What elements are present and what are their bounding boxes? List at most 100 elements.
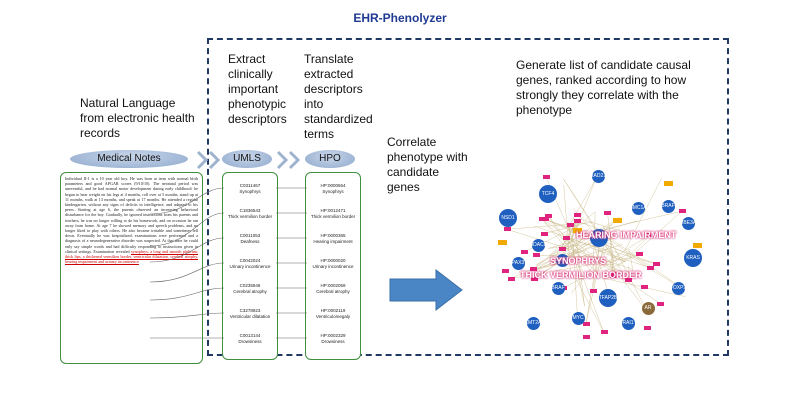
chevron-right-icon xyxy=(196,150,221,170)
phenotype-term-node xyxy=(678,209,686,214)
gene-node: HDAC8 xyxy=(530,238,546,252)
phenotype-label: HEARING IMPAIRMENT xyxy=(576,230,677,240)
hpo-term-name: Urinary incontinence xyxy=(312,263,354,269)
phenotype-term-node xyxy=(636,251,644,256)
network-edge xyxy=(608,239,651,268)
phenotype-term-node xyxy=(573,212,581,217)
network-edge xyxy=(565,233,605,333)
umls-term-id: C0042024 xyxy=(239,258,261,263)
gene-node: KMT2A xyxy=(525,316,541,330)
network-edge xyxy=(592,249,600,291)
umls-term-name: Synophrys xyxy=(239,188,261,194)
phenotype-term-node xyxy=(583,334,591,339)
gene-node: SMC1A xyxy=(629,201,647,215)
network-edge xyxy=(548,236,591,249)
arrow-right-icon xyxy=(389,268,463,312)
phenotype-term-node xyxy=(545,213,553,218)
network-edge xyxy=(506,229,632,270)
network-edge xyxy=(563,178,618,261)
phenotype-term-node xyxy=(543,175,551,180)
network-edge xyxy=(548,242,597,249)
phenotype-term-node xyxy=(604,210,612,215)
network-edge xyxy=(624,210,682,225)
network-edge xyxy=(583,254,635,277)
notes-highlight: synophrys, a long and smooth philtrum, t… xyxy=(65,248,198,265)
umls-term-id: C3278923 xyxy=(239,308,261,313)
notes-text: Individual II-1 is a 10 year old boy. He… xyxy=(65,176,198,254)
gene-node: AR xyxy=(641,301,655,315)
network-edge xyxy=(594,234,651,271)
phenotype-term-node xyxy=(539,217,547,222)
phenotype-term-node xyxy=(562,236,570,241)
phenotype-label: THICK VERMILION BORDER xyxy=(520,270,642,280)
step-generate: Generate list of candidate causal genes,… xyxy=(516,58,691,117)
gene-node: TCF4 xyxy=(539,185,557,203)
umls-header: UMLS xyxy=(222,150,272,168)
network-edge xyxy=(585,240,605,325)
hpo-term-id: HP:0000664 xyxy=(320,183,346,188)
gene-node: SMC3 xyxy=(555,253,569,267)
phenotype-term-node xyxy=(647,265,655,270)
network-edge xyxy=(567,222,585,307)
highlight-node xyxy=(573,228,582,233)
umls-term-name: Deafness xyxy=(240,238,260,244)
umls-term-name: Ventricular dilatation xyxy=(229,313,271,319)
network-edge xyxy=(594,248,626,263)
phenotype-term-node xyxy=(540,231,548,236)
gene-node: RAD21 xyxy=(590,169,606,183)
gene-node: RAI1 xyxy=(621,316,635,330)
pipeline-box xyxy=(207,38,729,356)
hpo-term-id: HP:0002059 xyxy=(320,283,346,288)
mapping-line xyxy=(149,212,225,247)
network-edge xyxy=(541,219,598,273)
highlight-node xyxy=(498,240,507,245)
hpo-term-id: HP:0000020 xyxy=(320,258,346,263)
network-edge xyxy=(628,248,635,277)
network-edge xyxy=(594,227,682,289)
step-correlate: Correlate phenotype with candidate genes xyxy=(387,135,468,194)
gene-node: BRAF xyxy=(661,199,675,213)
network-edge xyxy=(571,226,579,325)
medical-notes-panel: Individual II-1 is a 10 year old boy. He… xyxy=(60,172,203,364)
network-edge xyxy=(506,222,593,230)
umls-term-id: C0235946 xyxy=(239,283,261,288)
network-edge xyxy=(540,217,630,255)
phenotype-term-node xyxy=(503,227,511,232)
network-edge xyxy=(613,249,626,263)
phenotype-term-node xyxy=(643,325,651,330)
gene-node: FOXP2 xyxy=(670,281,686,295)
network-edge xyxy=(594,275,686,297)
umls-term-id: C1836543 xyxy=(239,208,261,213)
umls-term-name: Thick vermilion border xyxy=(227,213,273,219)
umls-term-id: C0013144 xyxy=(239,333,261,338)
phenotype-term-node xyxy=(600,330,608,335)
network-edge xyxy=(572,273,605,333)
network-edge xyxy=(567,179,596,228)
step-natural-language: Natural Language from electronic health … xyxy=(80,96,195,140)
highlight-node xyxy=(664,181,673,186)
network-edge xyxy=(541,219,579,263)
highlight-node xyxy=(693,243,702,248)
network-edge xyxy=(548,237,571,257)
hpo-term-name: Hearing impairment xyxy=(313,238,353,244)
step-translate: Translate extracted descriptors into sta… xyxy=(304,52,373,141)
phenotype-term-node xyxy=(653,261,661,266)
network-edge xyxy=(571,247,609,294)
phenotype-term-node xyxy=(589,288,597,293)
gene-node: NIPBL xyxy=(590,229,608,247)
hpo-term-id: HP:0012471 xyxy=(320,208,346,213)
hpo-term-id: HP:0000365 xyxy=(320,233,346,238)
hpo-term-id: HP:0002119 xyxy=(320,308,346,313)
gene-node: UBE3A xyxy=(680,216,696,230)
